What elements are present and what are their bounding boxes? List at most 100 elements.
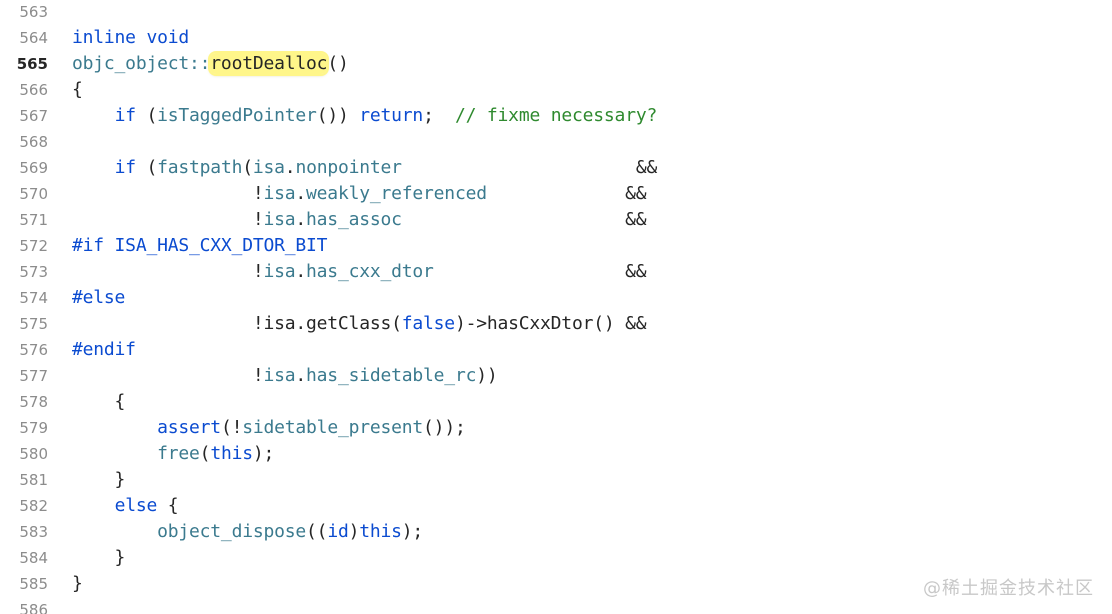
line-number: 575 bbox=[19, 315, 48, 333]
code-line[interactable]: 563 bbox=[0, 0, 1112, 25]
code-line[interactable]: 583 object_dispose((id)this); bbox=[0, 519, 1112, 545]
code-token-keyword: if bbox=[114, 157, 136, 178]
code-line[interactable]: 581 } bbox=[0, 467, 1112, 493]
code-token: } bbox=[72, 573, 83, 594]
code-token-identifier: :: bbox=[189, 53, 211, 74]
code-text: !isa.has_assoc && bbox=[72, 207, 647, 233]
code-text: #else bbox=[72, 285, 125, 311]
code-line[interactable]: 572#if ISA_HAS_CXX_DTOR_BIT bbox=[0, 233, 1112, 259]
code-line[interactable]: 569 if (fastpath(isa.nonpointer && bbox=[0, 155, 1112, 181]
line-number: 566 bbox=[19, 81, 48, 99]
code-token bbox=[72, 521, 157, 542]
code-text: objc_object::rootDealloc() bbox=[72, 51, 349, 77]
code-token: !isa.getClass( bbox=[72, 313, 402, 334]
code-token-identifier: nonpointer bbox=[295, 157, 402, 178]
code-text: !isa.weakly_referenced && bbox=[72, 181, 647, 207]
code-token bbox=[136, 27, 147, 48]
code-token: ! bbox=[72, 183, 264, 204]
code-token-comment: // fixme necessary? bbox=[455, 105, 658, 126]
code-text: } bbox=[72, 545, 126, 571]
line-number: 584 bbox=[19, 549, 48, 567]
code-token: } bbox=[72, 547, 126, 568]
code-token: ! bbox=[72, 261, 264, 282]
code-token: . bbox=[295, 183, 307, 204]
code-token-keyword: id bbox=[327, 521, 349, 542]
code-text: object_dispose((id)this); bbox=[72, 519, 423, 545]
code-token: ; bbox=[423, 105, 455, 126]
code-token: )->hasCxxDtor() && bbox=[454, 313, 647, 334]
code-text: !isa.getClass(false)->hasCxxDtor() && bbox=[72, 311, 647, 337]
code-line[interactable]: 586 bbox=[0, 597, 1112, 614]
code-line[interactable]: 574#else bbox=[0, 285, 1112, 311]
code-token: () bbox=[327, 53, 349, 74]
code-token-keyword: return bbox=[359, 105, 424, 126]
code-token bbox=[72, 495, 115, 516]
line-number: 578 bbox=[19, 393, 48, 411]
line-number: 568 bbox=[19, 133, 48, 151]
line-number: 586 bbox=[19, 601, 48, 614]
code-line[interactable]: 570 !isa.weakly_referenced && bbox=[0, 181, 1112, 207]
code-line[interactable]: 584 } bbox=[0, 545, 1112, 571]
code-token: . bbox=[295, 261, 307, 282]
code-token: ()); bbox=[423, 417, 466, 438]
code-token-keyword: this bbox=[210, 443, 253, 464]
line-number: 580 bbox=[19, 445, 48, 463]
code-text: { bbox=[72, 389, 126, 415]
code-line[interactable]: 578 { bbox=[0, 389, 1112, 415]
code-token-keyword: inline bbox=[72, 27, 136, 48]
code-token: { bbox=[157, 495, 179, 516]
code-token-identifier: isa bbox=[263, 183, 296, 204]
code-text: inline void bbox=[72, 25, 189, 51]
code-token: ! bbox=[72, 365, 264, 386]
code-token-identifier: free bbox=[157, 443, 200, 464]
code-line[interactable]: 585} bbox=[0, 571, 1112, 597]
code-token: ! bbox=[72, 209, 264, 230]
code-line[interactable]: 579 assert(!sidetable_present()); bbox=[0, 415, 1112, 441]
code-line[interactable]: 577 !isa.has_sidetable_rc)) bbox=[0, 363, 1112, 389]
code-token: { bbox=[72, 79, 83, 100]
code-token bbox=[72, 105, 115, 126]
code-token: ) bbox=[348, 521, 360, 542]
code-token-preprocessor: #endif bbox=[72, 339, 136, 360]
code-token: . bbox=[295, 209, 307, 230]
code-line[interactable]: 568 bbox=[0, 129, 1112, 155]
line-number: 569 bbox=[19, 159, 48, 177]
code-token-keyword: if bbox=[114, 105, 136, 126]
code-text: if (isTaggedPointer()) return; // fixme … bbox=[72, 103, 658, 129]
code-token-highlighted-symbol: rootDealloc bbox=[210, 53, 328, 74]
code-token-preprocessor: #else bbox=[72, 287, 126, 308]
line-number: 583 bbox=[19, 523, 48, 541]
code-line[interactable]: 575 !isa.getClass(false)->hasCxxDtor() &… bbox=[0, 311, 1112, 337]
code-text: else { bbox=[72, 493, 179, 519]
line-number: 581 bbox=[19, 471, 48, 489]
code-token-preprocessor: #if ISA_HAS_CXX_DTOR_BIT bbox=[72, 235, 328, 256]
code-line[interactable]: 582 else { bbox=[0, 493, 1112, 519]
code-token: { bbox=[72, 391, 126, 412]
code-line[interactable]: 567 if (isTaggedPointer()) return; // fi… bbox=[0, 103, 1112, 129]
code-token-identifier: fastpath bbox=[157, 157, 243, 178]
line-number: 576 bbox=[19, 341, 48, 359]
code-token: && bbox=[401, 209, 647, 230]
watermark: @稀土掘金技术社区 bbox=[923, 578, 1094, 599]
code-token: )) bbox=[476, 365, 498, 386]
code-token-identifier: isa bbox=[252, 157, 285, 178]
line-number: 585 bbox=[19, 575, 48, 593]
code-line[interactable]: 566 { bbox=[0, 77, 1112, 103]
code-text: if (fastpath(isa.nonpointer && bbox=[72, 155, 658, 181]
code-token: ); bbox=[401, 521, 424, 542]
code-token: ); bbox=[252, 443, 275, 464]
code-token-keyword: assert bbox=[157, 417, 221, 438]
code-text: { bbox=[72, 77, 83, 103]
code-token: (( bbox=[306, 521, 328, 542]
code-line[interactable]: 571 !isa.has_assoc && bbox=[0, 207, 1112, 233]
code-token-identifier: isTaggedPointer bbox=[157, 105, 317, 126]
code-line[interactable]: 576 #endif bbox=[0, 337, 1112, 363]
code-line[interactable]: 573 !isa.has_cxx_dtor && bbox=[0, 259, 1112, 285]
code-line[interactable]: 580 free(this); bbox=[0, 441, 1112, 467]
code-token-identifier: isa bbox=[263, 209, 296, 230]
code-token: && bbox=[433, 261, 647, 282]
